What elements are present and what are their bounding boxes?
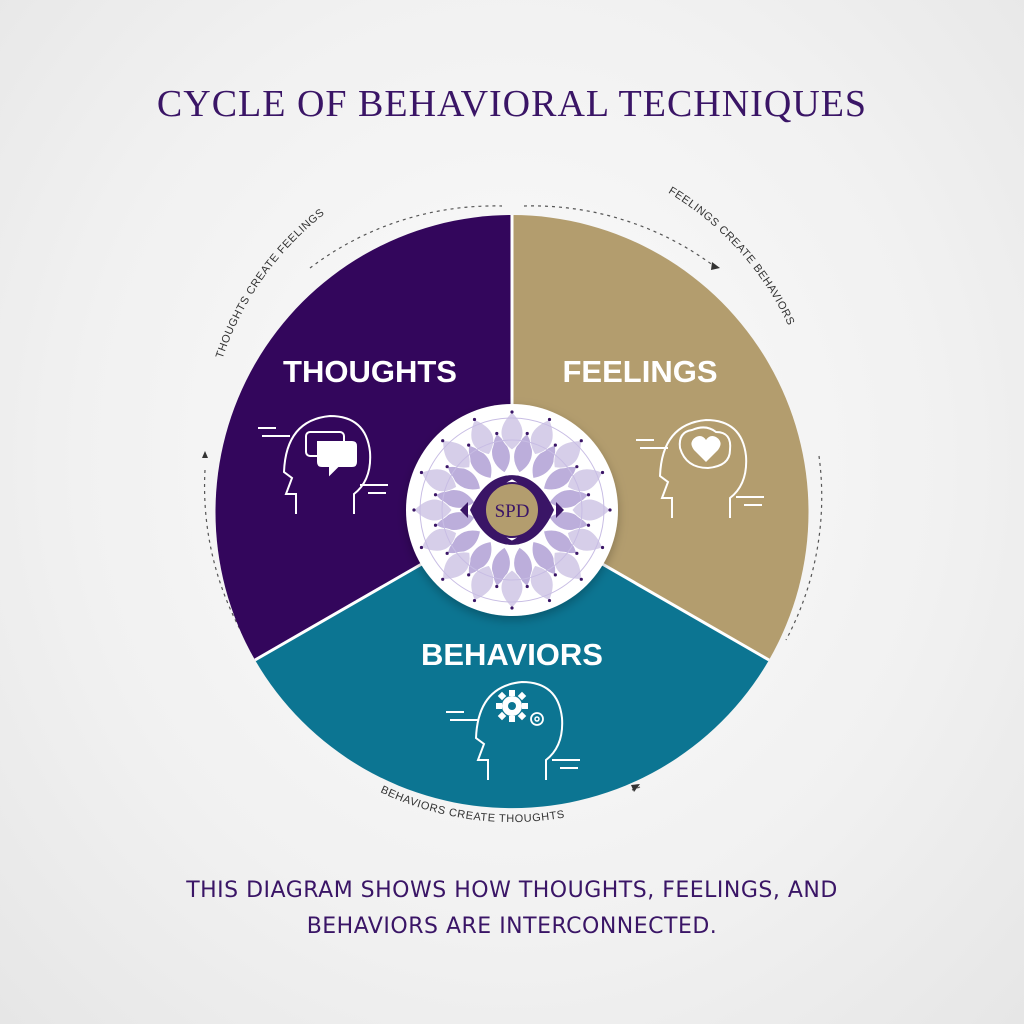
mandala-dot: [441, 439, 445, 443]
mandala-dot: [553, 573, 557, 577]
arrow-icon: [202, 451, 208, 458]
mandala-dot: [445, 465, 449, 469]
segment-title-behaviors: BEHAVIORS: [421, 637, 603, 672]
mandala-dot: [510, 606, 514, 610]
mandala-dot: [575, 465, 579, 469]
mandala-dot: [445, 551, 449, 555]
logo-text: SPD: [495, 501, 530, 522]
mandala-dot: [553, 443, 557, 447]
mandala-dot: [441, 577, 445, 581]
head-chat-bubbles-icon: [258, 414, 388, 514]
mandala-dot: [467, 573, 471, 577]
mandala-dot: [433, 493, 438, 497]
mandala-dot: [433, 523, 438, 527]
mandala-dot: [510, 410, 514, 414]
page-title: CYCLE OF BEHAVIORAL TECHNIQUES: [156, 83, 868, 125]
head-heart-icon: [636, 418, 764, 518]
mandala-dot: [419, 470, 424, 475]
mandala-dot: [547, 598, 552, 603]
mandala-dot: [579, 577, 583, 581]
wing-right: [504, 475, 554, 545]
mandala-dot: [547, 417, 552, 422]
mandala-dot: [525, 431, 529, 436]
caption-line-1: THIS DIAGRAM SHOWS HOW THOUGHTS, FEELING…: [186, 878, 838, 903]
wing-left: [470, 475, 520, 545]
segment-title-thoughts: THOUGHTS: [283, 354, 457, 389]
mandala-dot: [600, 470, 605, 475]
mandala-dot: [579, 439, 583, 443]
mandala-dot: [495, 584, 499, 589]
mandala-dot: [472, 417, 477, 422]
mandala-dot: [419, 545, 424, 550]
mandala-dot: [586, 493, 591, 497]
cycle-arrows: [202, 262, 720, 792]
arrow-icon: [711, 262, 720, 270]
cycle-ring: [203, 205, 823, 791]
mandala-dot: [600, 545, 605, 550]
caption-line-2: BEHAVIORS ARE INTERCONNECTED.: [306, 914, 718, 939]
mandala-dot: [525, 584, 529, 589]
segment-title-feelings: FEELINGS: [562, 354, 717, 389]
center-logo: SPD: [406, 404, 618, 616]
arrow-icon: [631, 784, 640, 792]
mandala-dot: [412, 508, 416, 512]
mandala-dot: [467, 443, 471, 447]
head-gears-icon: [446, 680, 580, 780]
caption: THIS DIAGRAM SHOWS HOW THOUGHTS, FEELING…: [112, 873, 912, 945]
mandala-dot: [608, 508, 612, 512]
mandala-dot: [575, 551, 579, 555]
mandala-dot: [472, 598, 477, 603]
mandala-dot: [495, 431, 499, 436]
mandala-dot: [586, 523, 591, 527]
